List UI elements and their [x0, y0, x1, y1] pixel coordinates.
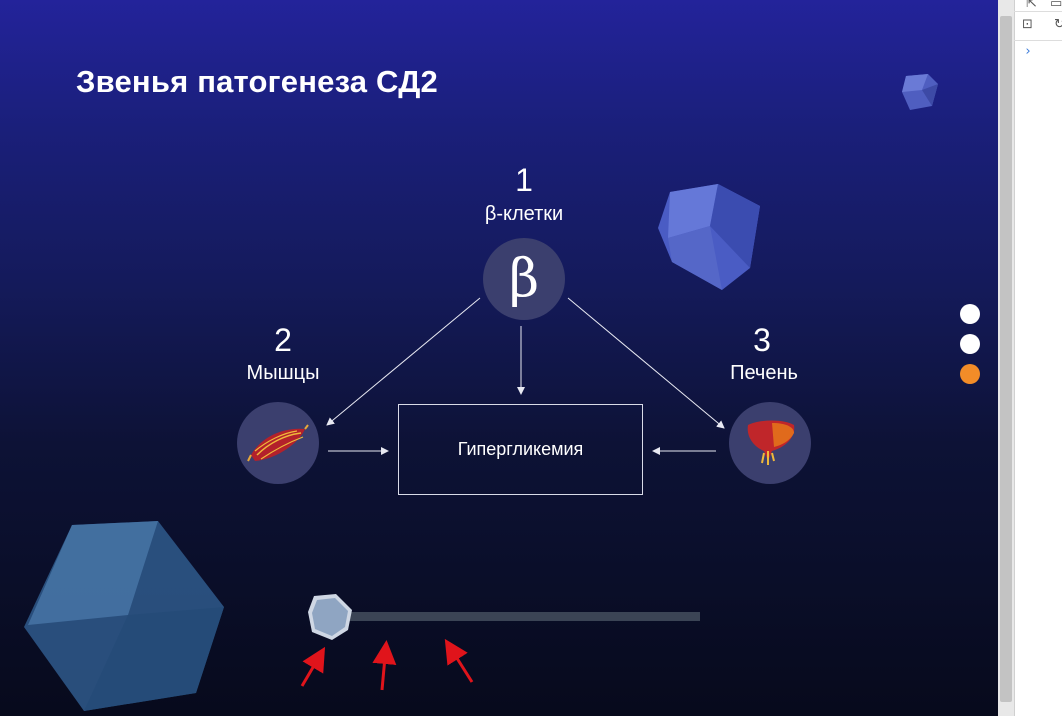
hyperglycemia-box[interactable]: Гипергликемия: [398, 404, 643, 495]
devtools-panel: [1014, 0, 1062, 716]
pagination-dot-3-active[interactable]: [960, 364, 980, 384]
slide-title: Звенья патогенеза СД2: [76, 64, 438, 99]
arrow-beta-to-muscle: [326, 297, 481, 426]
node-muscle-label: Мышцы: [246, 362, 320, 384]
play-panel-icon[interactable]: ⊡: [1022, 17, 1033, 32]
pathogenesis-arrows: [326, 297, 725, 455]
slider-track[interactable]: [335, 612, 700, 621]
crystal-large-decoration: [24, 521, 224, 711]
console-prompt[interactable]: ›: [1024, 44, 1032, 59]
node-liver-label: Печень: [730, 362, 798, 384]
beta-cell-circle[interactable]: β: [483, 238, 565, 320]
element-icon[interactable]: ▭: [1050, 0, 1062, 11]
devtools-toolbar: [1014, 12, 1062, 41]
liver-icon: [747, 420, 795, 465]
liver-circle[interactable]: [729, 402, 811, 484]
pagination-dot-2[interactable]: [960, 334, 980, 354]
annotation-arrows: [300, 638, 474, 691]
red-arrow-right-icon: [444, 638, 474, 683]
devtools-tabbar: [1014, 0, 1062, 12]
hyperglycemia-label: Гипергликемия: [457, 439, 584, 459]
red-arrow-middle-icon: [372, 640, 397, 691]
cursor-icon[interactable]: ⇱: [1026, 0, 1037, 11]
muscle-icon: [247, 424, 309, 462]
crystal-medium-decoration: [658, 184, 760, 290]
refresh-icon[interactable]: ↻: [1054, 17, 1062, 32]
node-beta-label: β-клетки: [484, 203, 564, 225]
beta-symbol-icon: β: [508, 249, 540, 309]
muscle-circle[interactable]: [237, 402, 319, 484]
crystal-small-decoration: [902, 74, 938, 110]
arrow-beta-to-liver: [567, 297, 725, 429]
slider-thumb-handle[interactable]: [306, 592, 354, 642]
red-arrow-left-icon: [300, 646, 326, 687]
presentation-slide: Звенья патогенеза СД2 1 β-клетки β 2 Мыш…: [0, 0, 998, 716]
node-muscle-number: 2: [274, 322, 292, 358]
page-scrollbar-thumb[interactable]: [1000, 16, 1012, 702]
node-liver-number: 3: [753, 322, 771, 358]
pagination-dot-1[interactable]: [960, 304, 980, 324]
node-beta-number: 1: [515, 162, 533, 198]
